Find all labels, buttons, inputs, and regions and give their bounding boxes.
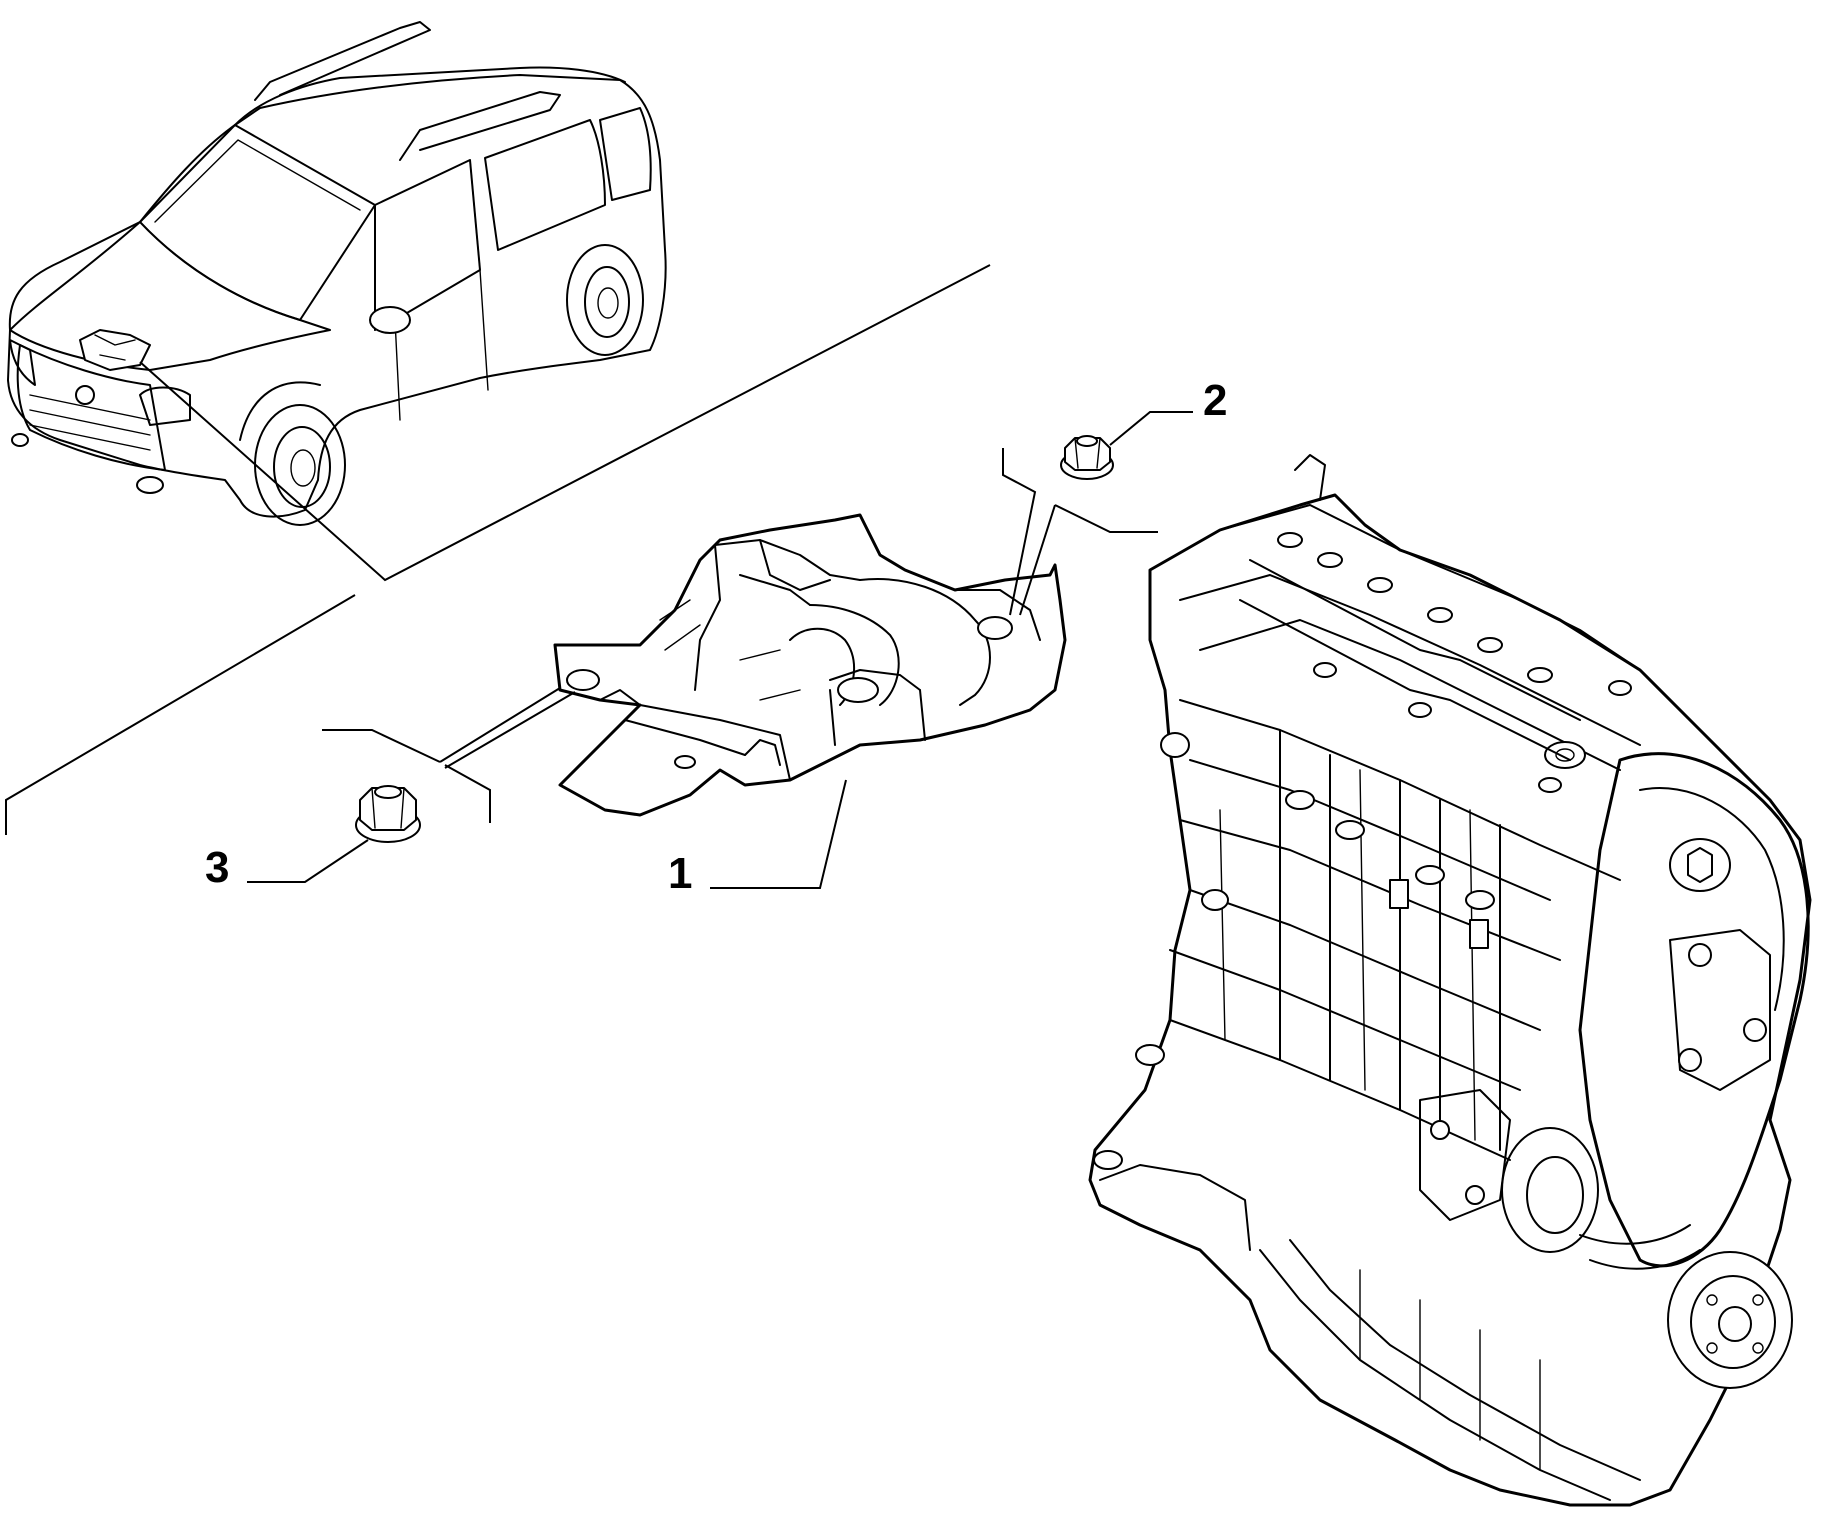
callout-1: 1: [668, 849, 692, 898]
flange-nut-large: [355, 785, 421, 843]
leader-lines: [247, 411, 1193, 889]
callout-3: 3: [205, 843, 229, 892]
vehicle-mount-highlight: [79, 329, 151, 371]
engine-block: [1088, 454, 1812, 1507]
vehicle-illustration: [5, 21, 991, 835]
crank-pulley: [1667, 1251, 1793, 1389]
engine-mount-bracket: [553, 513, 1067, 817]
callout-2: 2: [1203, 376, 1227, 425]
flange-nut-small: [1060, 435, 1114, 480]
cylinder-head-caps: [1277, 532, 1632, 793]
